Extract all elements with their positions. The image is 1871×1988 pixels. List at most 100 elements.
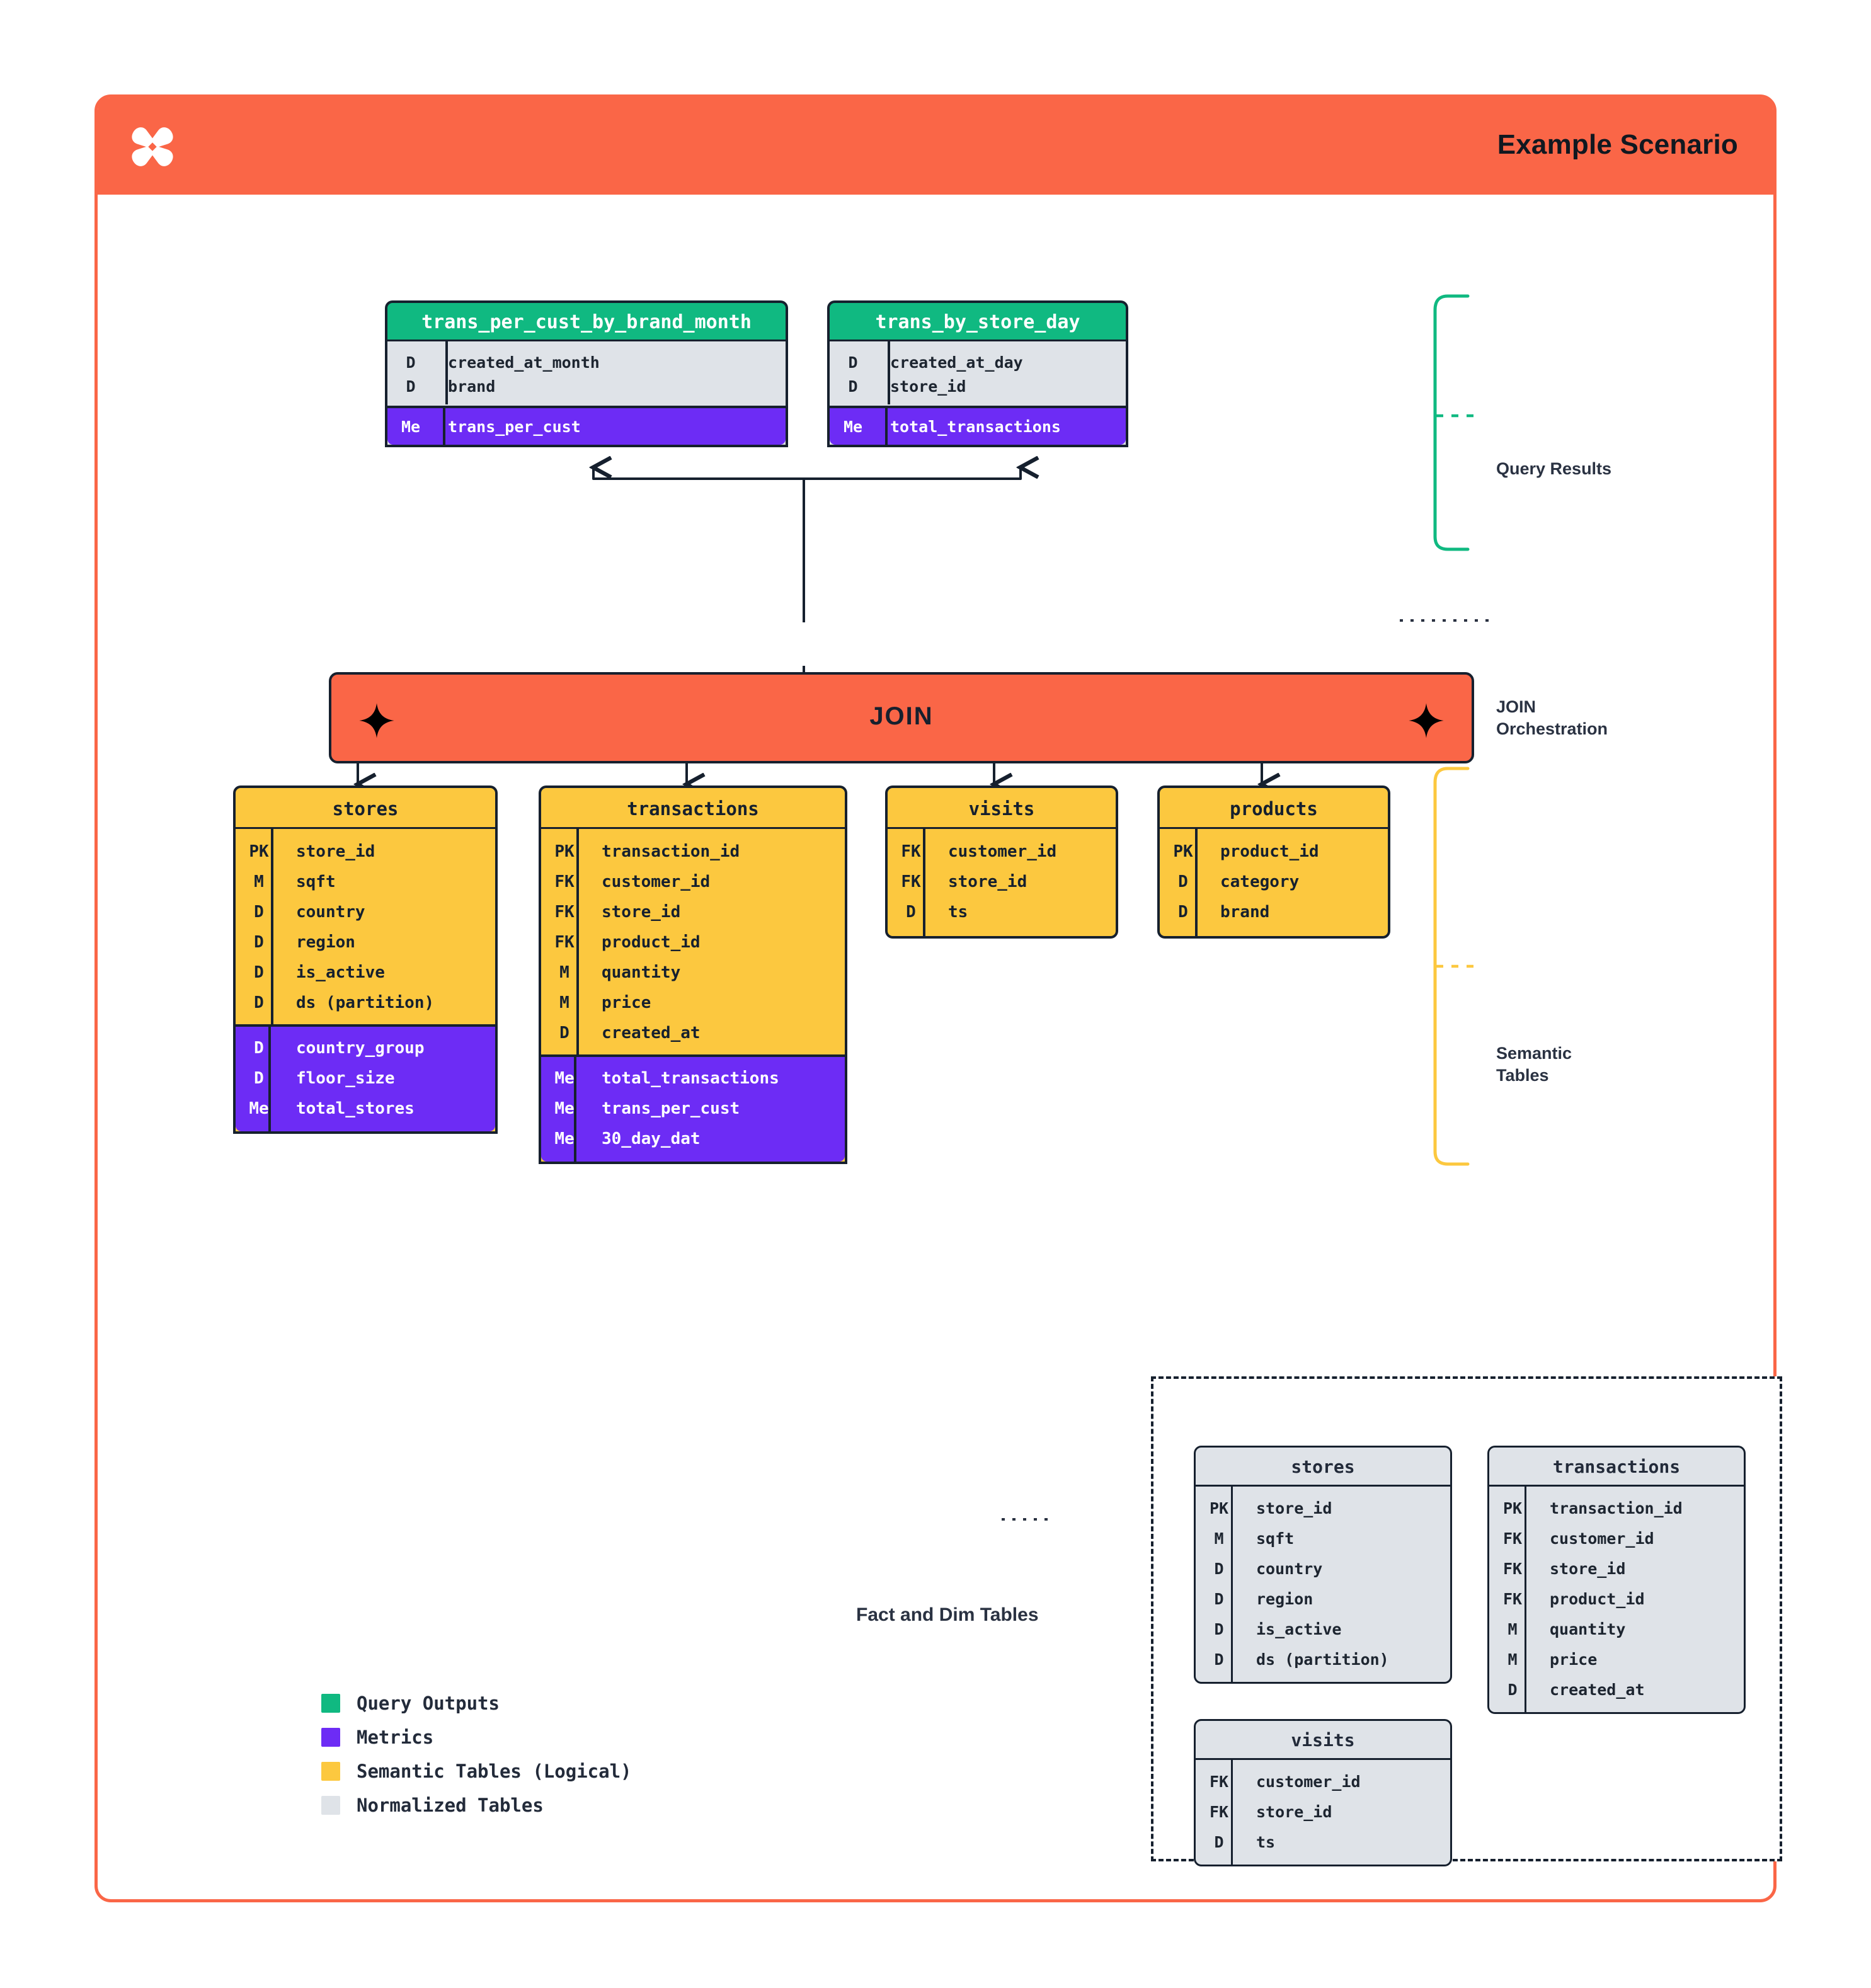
row-key: FK [1209,1772,1229,1791]
row-field: customer_id [1256,1772,1361,1791]
row-key: M [559,963,569,982]
semantic-tables-annotation: Semantic Tables [1496,1043,1572,1087]
table-row: FK customer_id [888,837,1116,867]
row-key: D [254,903,264,922]
table-row: D is_active [1196,1614,1450,1644]
legend-swatch-query-outputs [321,1694,340,1713]
join-label: JOIN [869,702,934,730]
table-row: D created_at [1489,1674,1744,1705]
page-title: Example Scenario [1497,129,1738,160]
table-row: M quantity [541,957,845,988]
row-key: D [254,1039,264,1058]
row-field: created_at [1550,1680,1645,1699]
row-key: D [254,963,264,982]
query-result-table-trans-per-cust-by-brand-month: trans_per_cust_by_brand_month D created_… [385,300,788,447]
table-header: trans_by_store_day [827,300,1128,340]
row-key: FK [554,933,575,952]
table-row: D brand [387,374,786,398]
row-key: M [1214,1529,1224,1548]
table-row: FK customer_id [1489,1523,1744,1553]
legend-swatch-metrics [321,1728,340,1747]
table-row: M sqft [1196,1523,1450,1553]
row-key: Me [401,417,421,436]
legend-item: Metrics [321,1720,632,1754]
query-result-table-trans-by-store-day: trans_by_store_day D created_at_day D st… [827,300,1128,447]
table-row-metric: D country_group [236,1033,495,1063]
row-key: FK [1209,1802,1229,1821]
table-row: PK store_id [236,837,495,867]
table-row: PK store_id [1196,1493,1450,1523]
row-field: country [1256,1559,1323,1578]
legend-item: Query Outputs [321,1686,632,1720]
table-row: FK product_id [1489,1584,1744,1614]
table-row: FK store_id [541,897,845,927]
row-key: PK [1502,1499,1523,1517]
table-row: D category [1160,867,1388,897]
row-key: D [559,1024,569,1043]
row-field: sqft [296,872,336,891]
table-row: PK transaction_id [1489,1493,1744,1523]
row-field: 30_day_dat [602,1129,701,1148]
table-header: stores [233,785,498,827]
row-key: FK [901,842,921,861]
table-row: FK store_id [888,867,1116,897]
row-key: M [559,993,569,1012]
table-row-metric: Me 30_day_dat [541,1124,845,1154]
row-key: Me [554,1069,575,1088]
table-header: transactions [1487,1446,1746,1485]
row-key: D [254,1069,264,1088]
table-row: FK customer_id [541,867,845,897]
join-orchestration-annotation: JOIN Orchestration [1496,696,1608,740]
row-key: D [1214,1620,1224,1638]
table-row-metric: Me total_transactions [541,1063,845,1094]
table-row: D created_at_day [830,350,1126,374]
table-row-metric: Me trans_per_cust [387,414,786,438]
table-row: D ts [1196,1827,1450,1857]
row-key: Me [554,1099,575,1118]
table-row: FK product_id [541,927,845,957]
table-header: trans_per_cust_by_brand_month [385,300,788,340]
row-field: price [1550,1650,1598,1669]
legend-label: Normalized Tables [357,1795,544,1816]
fact-and-dim-region: stores PK store_id M sqft D country D re… [1151,1376,1782,1866]
row-field: trans_per_cust [602,1099,740,1118]
legend-label: Metrics [357,1727,434,1748]
card-header: Example Scenario [98,98,1773,195]
table-row: D brand [1160,897,1388,927]
table-row: M price [541,988,845,1018]
row-field: ts [1256,1832,1276,1851]
table-row: M quantity [1489,1614,1744,1644]
semantic-annotation-line2: Tables [1496,1066,1549,1085]
row-key: D [1508,1680,1518,1699]
table-row: D region [236,927,495,957]
row-field: sqft [1256,1529,1295,1548]
row-key: D [1178,872,1188,891]
semantic-table-products: products PK product_id D category D bran… [1157,785,1390,939]
table-row: D created_at_month [387,350,786,374]
row-key: M [1508,1650,1518,1669]
row-field: created_at_day [890,353,1023,372]
join-annotation-line1: JOIN [1496,697,1536,716]
table-header: products [1157,785,1390,827]
table-row-metric: Me total_stores [236,1094,495,1124]
row-field: ds (partition) [296,993,435,1012]
row-field: brand [448,377,496,396]
row-field: product_id [1550,1589,1645,1608]
legend-swatch-normalized-tables [321,1796,340,1815]
row-key: PK [1209,1499,1229,1517]
table-row: D region [1196,1584,1450,1614]
row-field: floor_size [296,1069,395,1088]
row-key: D [406,353,416,372]
row-key: PK [554,842,575,861]
row-key: D [1178,903,1188,922]
semantic-table-stores: stores PK store_id M sqft D country D [233,785,498,1134]
legend: Query Outputs Metrics Semantic Tables (L… [321,1686,632,1822]
row-field: ds (partition) [1256,1650,1389,1669]
table-header: stores [1194,1446,1452,1485]
table-row: D country [1196,1553,1450,1584]
row-field: customer_id [948,842,1057,861]
join-annotation-line2: Orchestration [1496,719,1608,739]
table-row: D store_id [830,374,1126,398]
join-orchestration-bar[interactable]: JOIN [329,672,1474,763]
row-field: region [296,933,355,952]
